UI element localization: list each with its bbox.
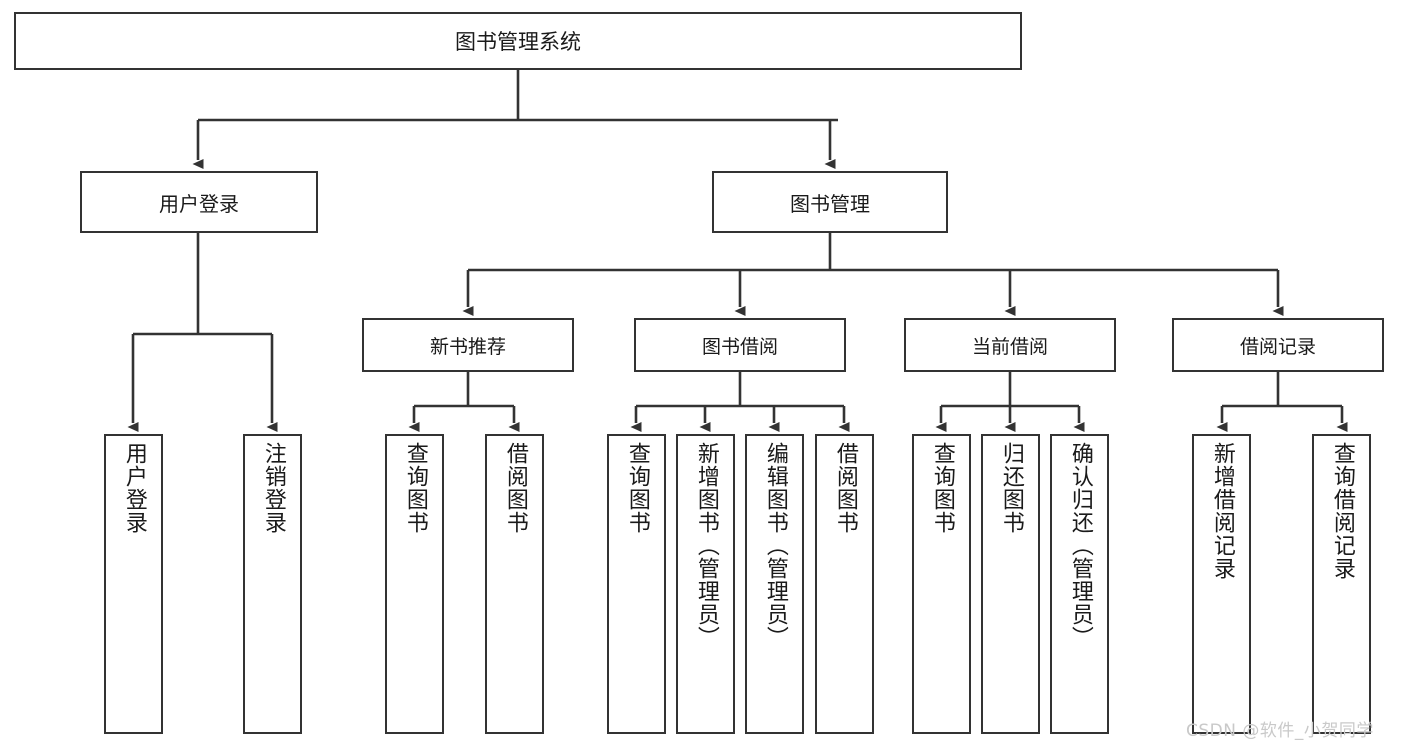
- node-current-borrow[interactable]: 当前借阅: [904, 318, 1116, 372]
- leaf-label: 编辑图书（管理员）: [762, 442, 788, 649]
- leaf-label: 确认归还（管理员）: [1067, 442, 1093, 649]
- leaf-label: 新增图书（管理员）: [693, 442, 719, 649]
- leaf-borrow-book-recommend[interactable]: 借阅图书: [485, 434, 544, 734]
- leaf-query-book-current[interactable]: 查询图书: [912, 434, 971, 734]
- leaf-add-borrow-record[interactable]: 新增借阅记录: [1192, 434, 1251, 734]
- node-label: 借阅记录: [1239, 335, 1316, 358]
- node-user-login[interactable]: 用户登录: [80, 171, 318, 233]
- node-label: 新书推荐: [429, 335, 506, 358]
- node-label: 图书借阅: [701, 335, 778, 358]
- leaf-label: 查询图书: [402, 442, 428, 534]
- leaf-label: 查询借阅记录: [1329, 442, 1355, 580]
- leaf-label: 用户登录: [121, 442, 147, 534]
- node-root-system[interactable]: 图书管理系统: [14, 12, 1022, 70]
- leaf-label: 查询图书: [929, 442, 955, 534]
- leaf-query-book-borrow[interactable]: 查询图书: [607, 434, 666, 734]
- node-label: 当前借阅: [971, 335, 1048, 358]
- leaf-confirm-return-admin[interactable]: 确认归还（管理员）: [1050, 434, 1109, 734]
- node-label: 用户登录: [159, 191, 239, 216]
- node-new-book-recommend[interactable]: 新书推荐: [362, 318, 574, 372]
- leaf-label: 归还图书: [998, 442, 1024, 534]
- node-label: 图书管理: [790, 191, 870, 216]
- leaf-label: 注销登录: [260, 442, 286, 534]
- leaf-label: 新增借阅记录: [1209, 442, 1235, 580]
- leaf-label: 借阅图书: [502, 442, 528, 534]
- node-label: 图书管理系统: [455, 30, 581, 54]
- leaf-query-book-recommend[interactable]: 查询图书: [385, 434, 444, 734]
- leaf-label: 查询图书: [624, 442, 650, 534]
- node-book-management[interactable]: 图书管理: [712, 171, 948, 233]
- node-borrow-record[interactable]: 借阅记录: [1172, 318, 1384, 372]
- leaf-label: 借阅图书: [832, 442, 858, 534]
- watermark-text: CSDN @软件_小贺同学: [1186, 721, 1374, 741]
- leaf-borrow-book[interactable]: 借阅图书: [815, 434, 874, 734]
- node-book-borrow[interactable]: 图书借阅: [634, 318, 846, 372]
- leaf-return-book[interactable]: 归还图书: [981, 434, 1040, 734]
- leaf-logout[interactable]: 注销登录: [243, 434, 302, 734]
- leaf-query-borrow-record[interactable]: 查询借阅记录: [1312, 434, 1371, 734]
- leaf-add-book-admin[interactable]: 新增图书（管理员）: [676, 434, 735, 734]
- leaf-user-login[interactable]: 用户登录: [104, 434, 163, 734]
- leaf-edit-book-admin[interactable]: 编辑图书（管理员）: [745, 434, 804, 734]
